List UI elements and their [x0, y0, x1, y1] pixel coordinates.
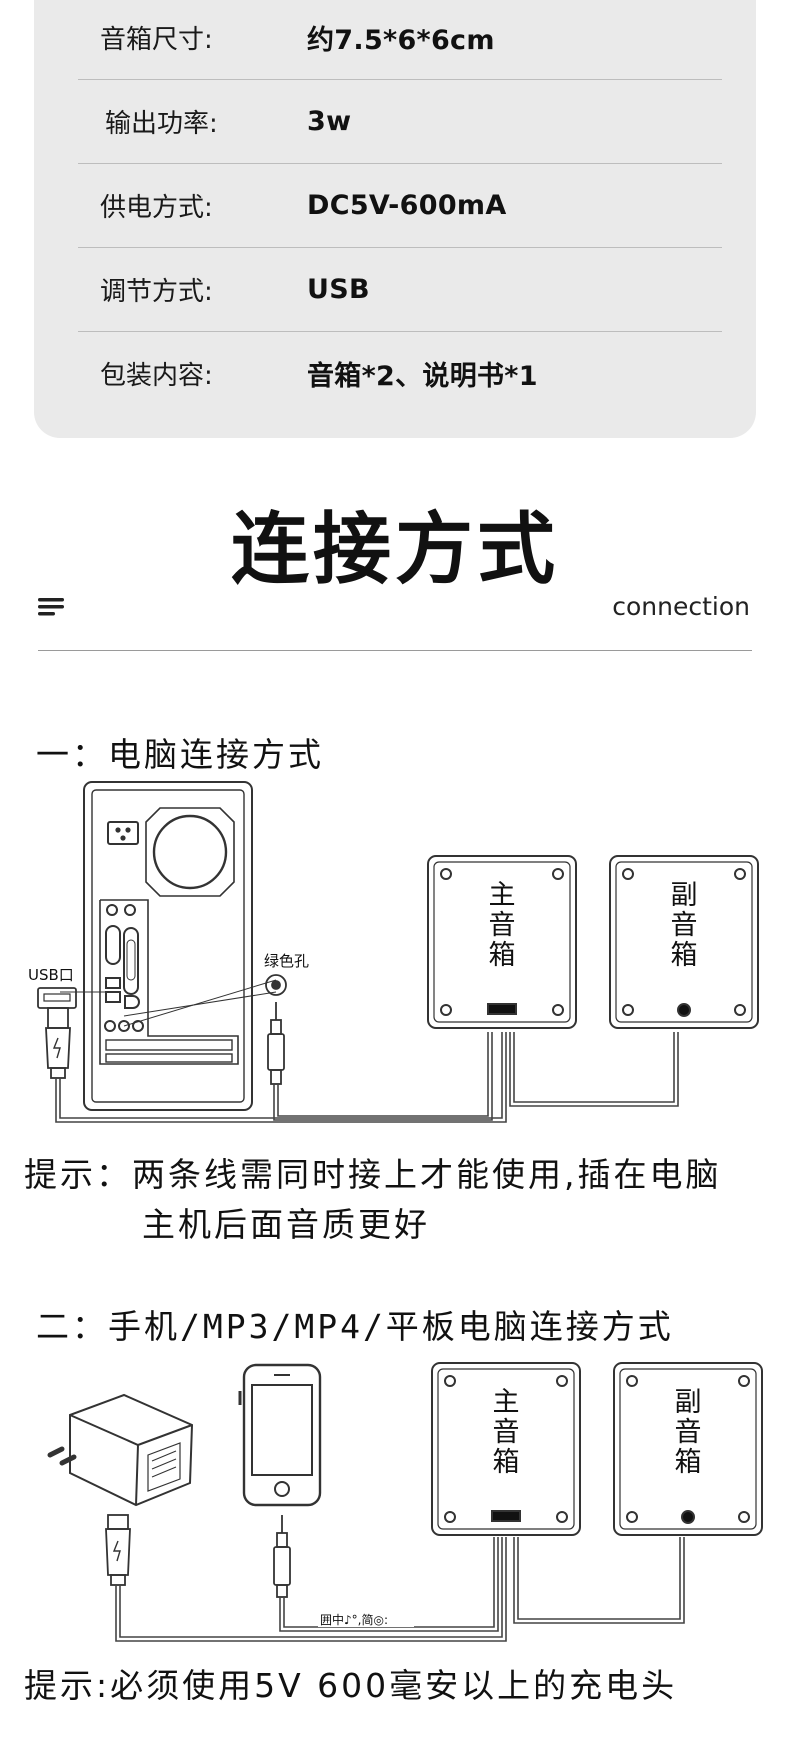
- spec-value: 3w: [307, 105, 352, 137]
- green-port-label: 绿色孔: [264, 952, 309, 970]
- audio-jack-icon: [265, 974, 287, 1085]
- method1-heading: 一：电脑连接方式: [36, 735, 324, 774]
- spec-row-power: 输出功率: 3w: [78, 79, 722, 164]
- usb-port-label: USB口: [28, 966, 74, 984]
- main-speaker-box: [431, 1362, 581, 1536]
- spec-row-supply: 供电方式: DC5V-600mA: [78, 163, 722, 248]
- sub-speaker-box: [613, 1362, 763, 1536]
- spec-card: [34, 0, 756, 438]
- section-title: 连接方式: [230, 505, 559, 595]
- ime-status-text: 囲中♪°,简◎:: [320, 1612, 388, 1627]
- method2-heading: 二：手机/MP3/MP4/平板电脑连接方式: [36, 1307, 674, 1346]
- spec-label: 输出功率:: [105, 108, 218, 139]
- method1-tip-line2: 主机后面音质更好: [142, 1205, 430, 1244]
- divider: [38, 650, 752, 651]
- main-speaker-char-2: 音: [493, 1417, 520, 1448]
- sub-speaker-char-1: 副: [675, 1387, 702, 1418]
- main-speaker-char-3: 箱: [489, 940, 516, 971]
- sub-speaker-char-1: 副: [671, 880, 698, 911]
- main-speaker-box: [427, 855, 577, 1029]
- spec-label: 包装内容:: [100, 360, 213, 391]
- spec-row-size: 音箱尺寸: 约7.5*6*6cm: [78, 0, 722, 80]
- spec-label: 调节方式:: [100, 276, 213, 307]
- sub-speaker-char-3: 箱: [675, 1447, 702, 1478]
- sub-speaker-char-3: 箱: [671, 940, 698, 971]
- section-subtitle: connection: [612, 592, 750, 621]
- sub-speaker-char-2: 音: [675, 1417, 702, 1448]
- phone-icon: [238, 1363, 322, 1507]
- spec-value: USB: [307, 273, 370, 305]
- spec-row-adjust: 调节方式: USB: [78, 247, 722, 332]
- main-speaker-char-1: 主: [489, 880, 516, 911]
- pc-connection-diagram: USB口 绿色孔 主 音 箱 副 音 箱: [28, 781, 759, 1123]
- spec-label: 供电方式:: [100, 192, 213, 223]
- usb-plug-icon: [37, 987, 77, 1079]
- main-speaker-char-3: 箱: [493, 1447, 520, 1478]
- spec-value: DC5V-600mA: [307, 189, 507, 221]
- main-speaker-char-1: 主: [493, 1387, 520, 1418]
- audio-jack-icon: [273, 1515, 291, 1598]
- spec-value: 音箱*2、说明书*1: [307, 360, 538, 392]
- spec-row-package: 包装内容: 音箱*2、说明书*1: [78, 331, 722, 415]
- spec-value: 约7.5*6*6cm: [307, 24, 495, 56]
- mobile-connection-diagram: 囲中♪°,简◎: 主 音 箱 副 音 箱: [47, 1362, 763, 1642]
- menu-lines-icon: [38, 598, 64, 616]
- method2-tip: 提示:必须使用5V 600毫安以上的充电头: [24, 1666, 678, 1705]
- charger-icon: [47, 1393, 194, 1507]
- sub-speaker-box: [609, 855, 759, 1029]
- method1-tip-line1: 提示：两条线需同时接上才能使用,插在电脑: [24, 1155, 722, 1194]
- usb-plug-icon: [105, 1514, 131, 1586]
- spec-label: 音箱尺寸:: [100, 24, 213, 55]
- main-speaker-char-2: 音: [489, 910, 516, 941]
- sub-speaker-char-2: 音: [671, 910, 698, 941]
- pc-tower-outline: [83, 781, 253, 1111]
